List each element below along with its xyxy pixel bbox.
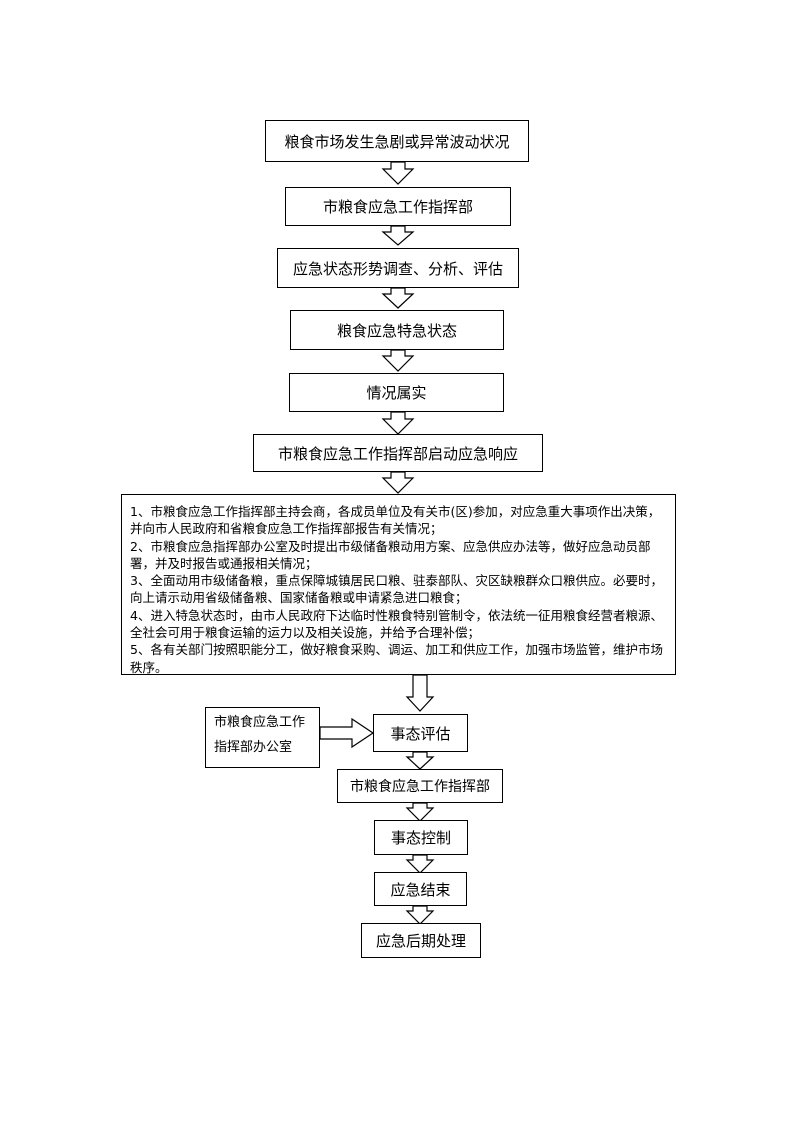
step-end: 应急结束 xyxy=(374,872,467,906)
arrow-office-assessment xyxy=(319,717,375,749)
step-confirmed: 情况属实 xyxy=(289,373,504,412)
arrow-3-4 xyxy=(381,287,415,309)
arrow-4-5 xyxy=(381,349,415,372)
arrow-9-10 xyxy=(405,854,435,874)
measure-item: 3、全面动用市级储备粮，重点保障城镇居民口粮、驻泰部队、灾区缺粮群众口粮供应。必… xyxy=(130,573,663,606)
arrow-7-8 xyxy=(405,751,435,770)
arrow-6-measures xyxy=(381,471,415,494)
arrow-1-2 xyxy=(381,161,415,185)
office-label-line2: 指挥部办公室 xyxy=(214,740,293,755)
step-assessment: 事态评估 xyxy=(373,714,468,752)
arrow-8-9 xyxy=(405,802,435,822)
arrow-measures-assessment xyxy=(405,674,435,712)
step-emergency-state: 粮食应急特急状态 xyxy=(290,310,504,350)
measure-item: 4、进入特急状态时，由市人民政府下达临时性粮食特别管制令，依法统一征用粮食经营者… xyxy=(130,607,663,641)
measure-item: 1、市粮食应急工作指挥部主持会商，各成员单位及有关市(区)参加，对应急重大事项作… xyxy=(130,504,661,537)
step-investigation: 应急状态形势调查、分析、评估 xyxy=(277,248,519,288)
arrow-2-3 xyxy=(381,225,415,246)
response-measures-box: 1、市粮食应急工作指挥部主持会商，各成员单位及有关市(区)参加，对应急重大事项作… xyxy=(121,494,676,675)
measure-item: 2、市粮食应急指挥部办公室及时提出市级储备粮动用方案、应急供应办法等，做好应急动… xyxy=(130,538,651,571)
hq-office-box: 市粮食应急工作 指挥部办公室 xyxy=(205,707,320,768)
arrow-10-11 xyxy=(405,905,435,925)
arrow-5-6 xyxy=(381,411,415,435)
step-aftermath: 应急后期处理 xyxy=(361,923,481,958)
office-label-line1: 市粮食应急工作 xyxy=(214,715,306,730)
step-market-fluctuation: 粮食市场发生急剧或异常波动状况 xyxy=(265,120,529,162)
step-command-hq-2: 市粮食应急工作指挥部 xyxy=(337,769,503,803)
step-control: 事态控制 xyxy=(374,820,468,855)
step-launch-response: 市粮食应急工作指挥部启动应急响应 xyxy=(253,434,543,472)
step-command-hq: 市粮食应急工作指挥部 xyxy=(285,187,511,226)
measure-item: 5、各有关部门按照职能分工，做好粮食采购、调运、加工和供应工作，加强市场监管，维… xyxy=(130,642,663,675)
